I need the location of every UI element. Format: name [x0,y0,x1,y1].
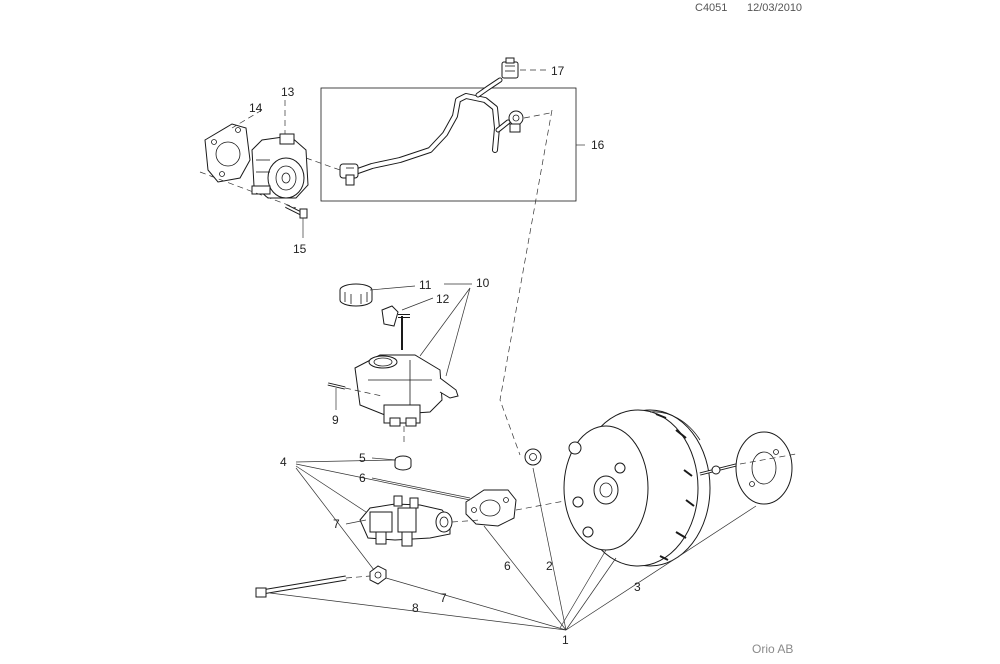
vacuum-pump [251,133,309,199]
callout-3: 3 [634,580,641,594]
callout-1: 1 [562,633,569,647]
drawing-date: 12/03/2010 [747,2,803,14]
master-cylinder [359,495,453,547]
level-sensor [381,305,410,350]
callout-16: 16 [591,138,605,152]
callout-14: 14 [249,101,263,115]
callout-7-upper: 7 [333,517,340,531]
callout-11: 11 [419,278,432,292]
booster-gasket [735,431,793,505]
callout-9: 9 [332,413,339,427]
reservoir-cap [339,283,373,307]
callout-5: 5 [359,451,366,465]
reservoir-seal [394,455,412,471]
booster-washer [524,448,542,466]
brake-booster [563,409,711,567]
brake-fluid-reservoir [354,354,459,427]
callout-2: 2 [546,559,553,573]
vacuum-pump-bolt [285,204,308,219]
reservoir-retaining-pin [327,382,346,390]
callout-15: 15 [293,242,307,256]
callout-17: 17 [551,64,565,78]
callout-12: 12 [436,292,450,306]
master-cylinder-gasket [465,489,517,527]
drawing-code: C4051 [695,2,728,14]
vacuum-pump-gasket [204,123,251,183]
callout-4: 4 [280,455,287,469]
callout-8: 8 [412,601,419,615]
hose-assembly-frame [320,87,577,202]
hose-end-connector [339,163,359,186]
vacuum-hose [352,77,511,175]
hose-connector [501,57,519,79]
master-cylinder-nut [369,565,387,585]
copyright-footer: Orio AB [752,642,794,656]
callout-10: 10 [476,276,490,290]
check-valve [508,110,524,133]
callout-6-lower: 6 [504,559,511,573]
callout-7-lower: 7 [440,591,447,605]
push-rod [255,575,347,598]
callout-6-upper: 6 [359,471,366,485]
booster-input-rod [699,462,741,476]
callout-13: 13 [281,85,295,99]
